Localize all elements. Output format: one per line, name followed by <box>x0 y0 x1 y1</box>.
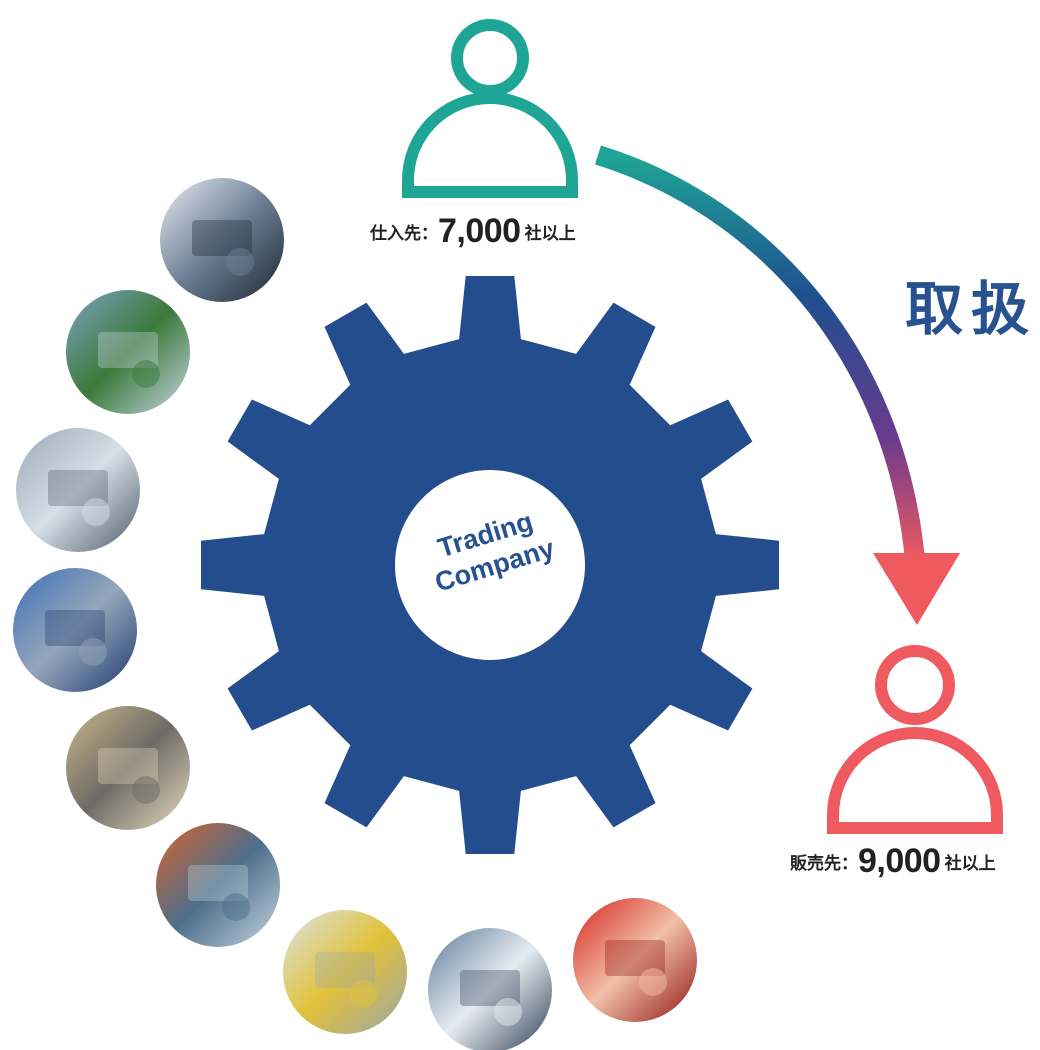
control-panel-photo <box>160 178 284 302</box>
gear-center-circle <box>395 470 585 660</box>
robot-arm-photo <box>156 823 280 947</box>
handling-title: 取扱 <box>905 275 1038 343</box>
product-photo-ring <box>13 178 697 1050</box>
supplier-suffix: 社以上 <box>524 224 576 244</box>
supplier-prefix: 仕入先： <box>370 224 438 244</box>
arrow-head-icon <box>873 553 960 625</box>
customer-count: 9,000 <box>858 842 941 880</box>
fire-extinguisher-photo <box>573 898 697 1022</box>
medical-monitor-photo <box>428 928 552 1050</box>
supplier-count: 7,000 <box>438 212 521 250</box>
supplier-person-icon <box>402 19 578 198</box>
pressure-regulator-photo <box>283 910 407 1034</box>
industrial-plant-photo <box>16 428 140 552</box>
customer-person-icon <box>827 645 1003 834</box>
customer-suffix: 社以上 <box>944 854 996 874</box>
gauge-meter-photo <box>66 290 190 414</box>
pump-pipes-photo <box>13 568 137 692</box>
handling-curve-arrow <box>595 145 925 561</box>
conveyor-grain-photo <box>66 706 190 830</box>
customer-prefix: 販売先： <box>790 854 858 874</box>
